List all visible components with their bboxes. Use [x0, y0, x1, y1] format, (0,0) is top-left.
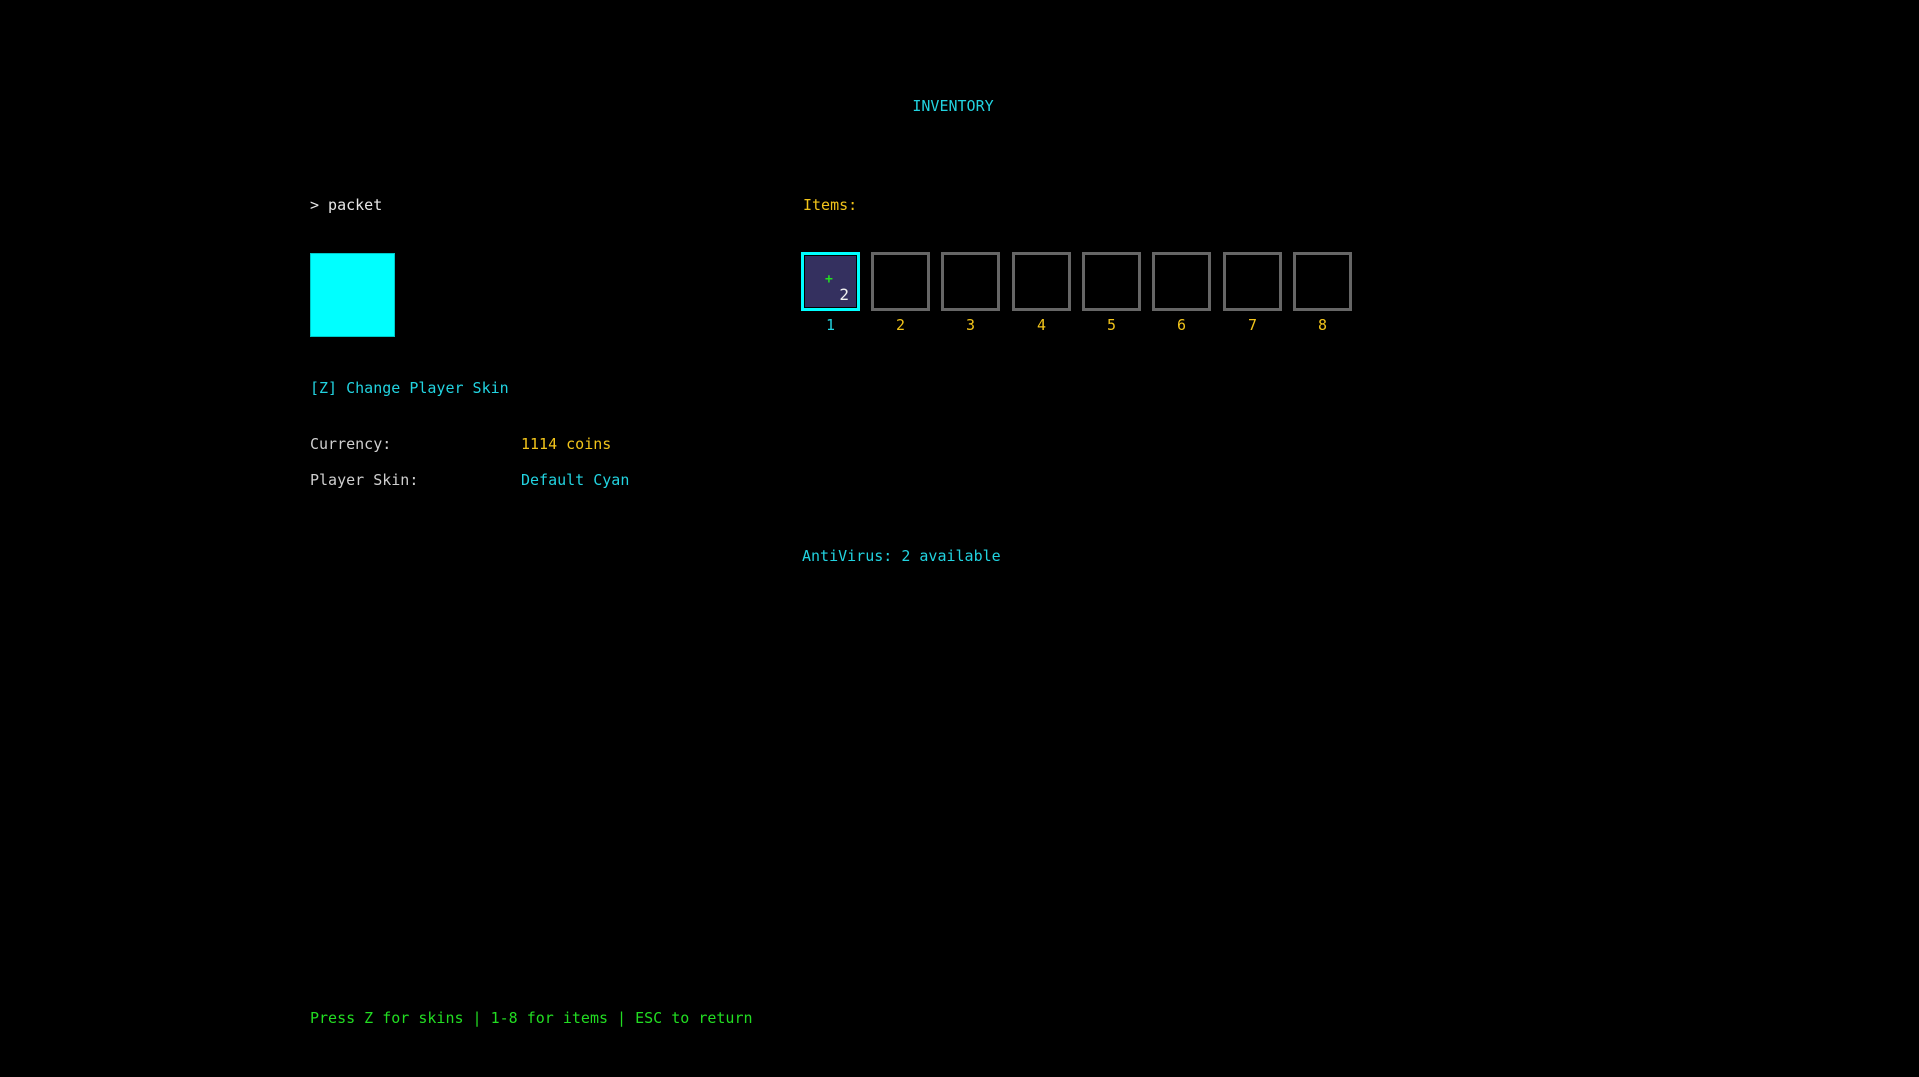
player-name-label: > packet: [310, 196, 383, 214]
slot-number-6: 6: [1176, 316, 1187, 334]
slot-number-5: 5: [1106, 316, 1117, 334]
item-slot-1[interactable]: + 2: [801, 252, 860, 311]
slot-number-2: 2: [895, 316, 906, 334]
item-slot-2[interactable]: [871, 252, 930, 311]
player-skin-value: Default Cyan: [521, 471, 630, 489]
slot-count: 2: [839, 285, 849, 304]
items-label: Items:: [803, 196, 858, 214]
player-skin-label: Player Skin:: [310, 471, 419, 489]
currency-label: Currency:: [310, 435, 392, 453]
slot-number-3: 3: [965, 316, 976, 334]
item-slot-7[interactable]: [1223, 252, 1282, 311]
item-slot-3[interactable]: [941, 252, 1000, 311]
item-slot-4[interactable]: [1012, 252, 1071, 311]
currency-value: 1114 coins: [521, 435, 612, 453]
item-slot-5[interactable]: [1082, 252, 1141, 311]
controls-hint: Press Z for skins | 1-8 for items | ESC …: [310, 1009, 753, 1027]
plus-icon: +: [825, 272, 833, 287]
slot-number-1: 1: [825, 316, 836, 334]
slot-number-8: 8: [1317, 316, 1328, 334]
player-skin-preview: [310, 253, 395, 337]
slot-number-4: 4: [1036, 316, 1047, 334]
slot-selected-fill: [805, 256, 856, 307]
change-skin-button[interactable]: [Z] Change Player Skin: [310, 379, 509, 397]
item-slot-8[interactable]: [1293, 252, 1352, 311]
slot-number-7: 7: [1247, 316, 1258, 334]
selected-item-info: AntiVirus: 2 available: [802, 547, 1001, 565]
item-slot-6[interactable]: [1152, 252, 1211, 311]
page-title: INVENTORY: [912, 97, 994, 115]
